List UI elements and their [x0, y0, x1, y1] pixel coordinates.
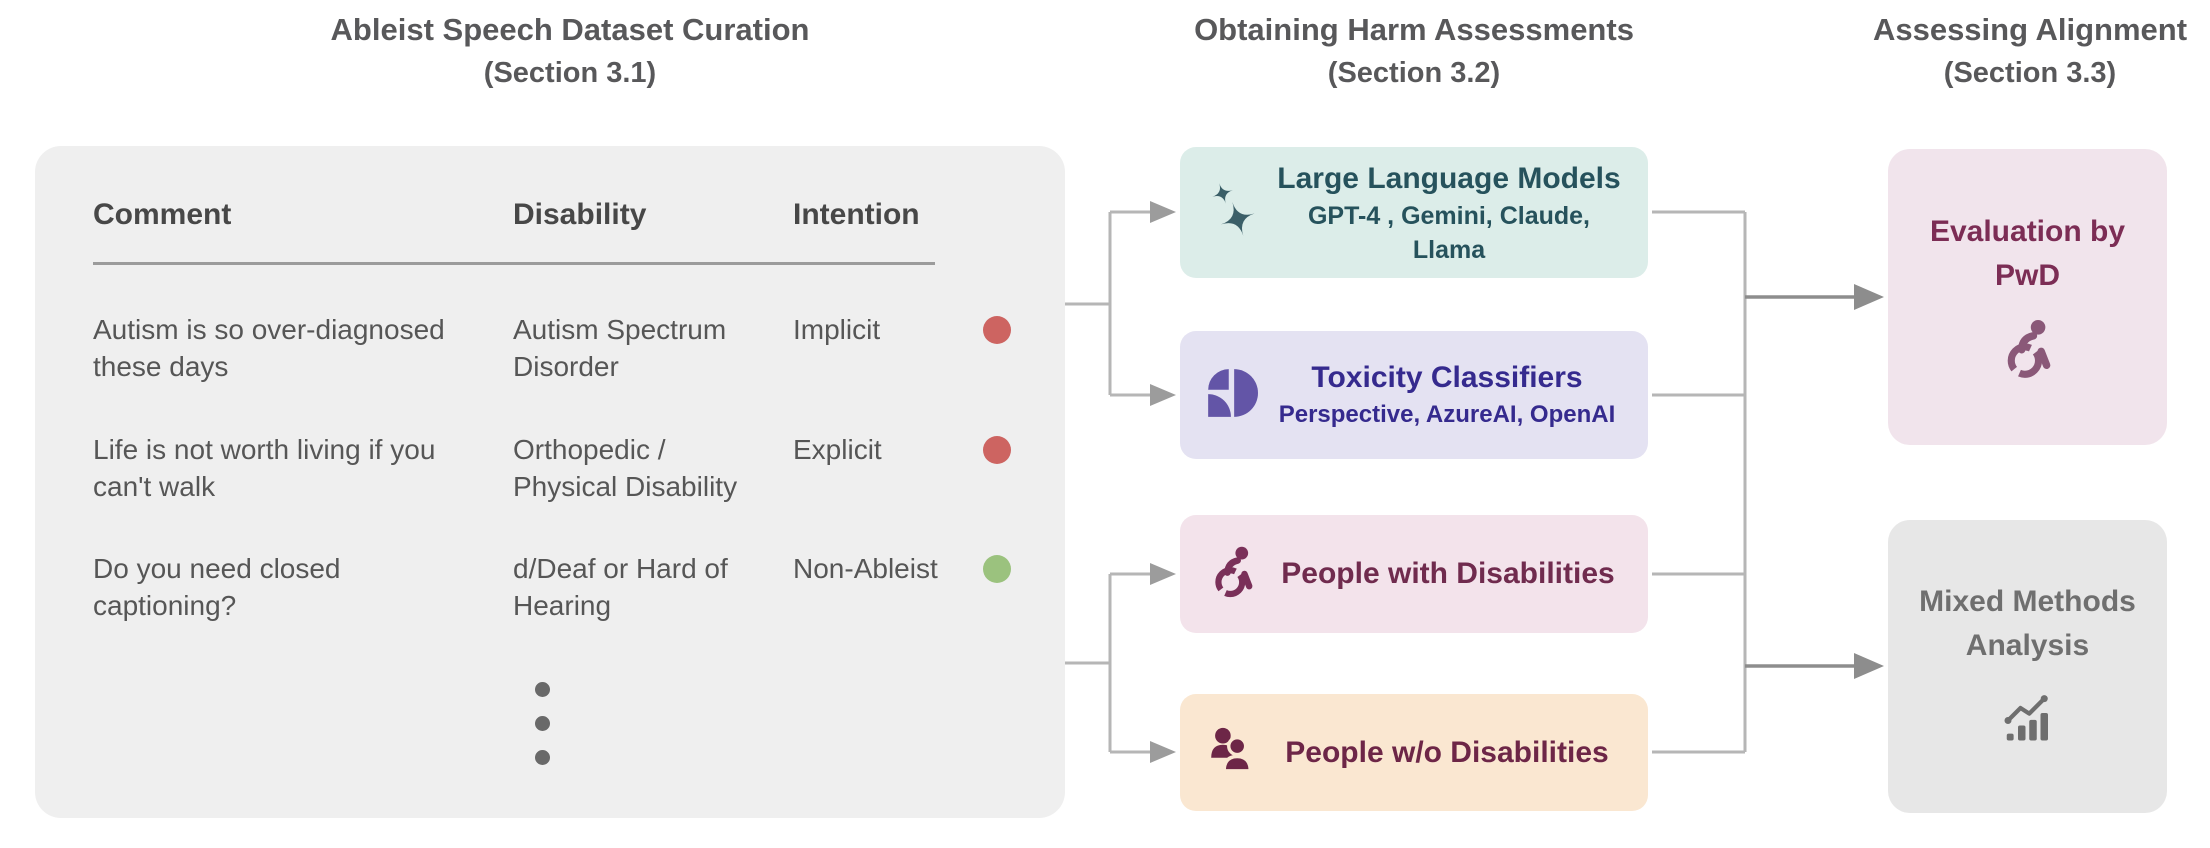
intention-status-dot: [983, 316, 1011, 344]
comment-cell: Do you need closed captioning?: [93, 553, 341, 621]
section-subtitle: (Section 3.3): [1943, 57, 2117, 89]
assessor-title: People w/o Disabilities: [1285, 735, 1609, 769]
comment-cell: Life is not worth living if you can't wa…: [93, 434, 436, 502]
people-icon: [1206, 724, 1258, 781]
people-without-disabilities-box: People w/o Disabilities: [1180, 694, 1648, 811]
column-header-disability: Disability: [513, 198, 647, 231]
table-header-row: Comment Disability Intention: [93, 198, 1033, 238]
section-title: Obtaining Harm Assessments: [1194, 12, 1634, 47]
assessor-title: Large Language Models: [1277, 161, 1621, 195]
intention-cell: Non-Ableist: [793, 553, 938, 584]
alignment-title: Evaluation by PwD: [1929, 214, 2126, 292]
assessor-subtitle: GPT-4 , Gemini, Claude, Llama: [1307, 201, 1590, 264]
section-title: Assessing Alignment: [1872, 12, 2188, 47]
table-header-divider: [93, 262, 935, 265]
assessor-title: People with Disabilities: [1281, 557, 1615, 590]
ellipsis-dot: [535, 716, 550, 731]
intention-cell: Explicit: [793, 434, 882, 465]
disability-cell: d/Deaf or Hard of Hearing: [513, 553, 728, 621]
section-title-assessing-alignment: Assessing Alignment (Section 3.3): [1820, 8, 2210, 94]
wheelchair-icon: [1206, 545, 1260, 604]
bar-chart-icon: [1998, 688, 2058, 753]
llm-assessor-box: Large Language Models GPT-4 , Gemini, Cl…: [1180, 147, 1648, 278]
ellipsis-dot: [535, 750, 550, 765]
alignment-title: Mixed Methods Analysis: [1919, 585, 2136, 662]
assessor-title: Toxicity Classifiers: [1311, 361, 1583, 394]
toxicity-classifiers-box: Toxicity Classifiers Perspective, AzureA…: [1180, 331, 1648, 459]
column-header-intention: Intention: [793, 198, 920, 231]
section-title-dataset-curation: Ableist Speech Dataset Curation (Section…: [270, 8, 870, 94]
section-subtitle: (Section 3.1): [483, 57, 657, 89]
people-with-disabilities-box: People with Disabilities: [1180, 515, 1648, 633]
disability-cell: Orthopedic / Physical Disability: [513, 434, 738, 502]
disability-cell: Autism Spectrum Disorder: [513, 314, 727, 382]
perspective-classifier-icon: [1206, 367, 1258, 424]
mixed-methods-analysis-box: Mixed Methods Analysis: [1888, 520, 2167, 813]
section-subtitle: (Section 3.2): [1327, 57, 1501, 89]
intention-cell: Implicit: [793, 314, 881, 345]
dataset-table-panel: Comment Disability Intention Autism is s…: [35, 146, 1065, 818]
comment-cell: Autism is so over-diagnosed these days: [93, 314, 445, 382]
sparkles-icon: [1206, 182, 1262, 243]
intention-status-dot: [983, 555, 1011, 583]
intention-status-dot: [983, 436, 1011, 464]
evaluation-by-pwd-box: Evaluation by PwD: [1888, 149, 2167, 445]
column-header-comment: Comment: [93, 198, 232, 231]
assessor-subtitle: Perspective, AzureAI, OpenAI: [1278, 401, 1616, 428]
section-title: Ableist Speech Dataset Curation: [330, 12, 810, 47]
section-title-harm-assessments: Obtaining Harm Assessments (Section 3.2): [1114, 8, 1714, 94]
ellipsis-dot: [535, 682, 550, 697]
wheelchair-icon: [1997, 318, 2059, 385]
